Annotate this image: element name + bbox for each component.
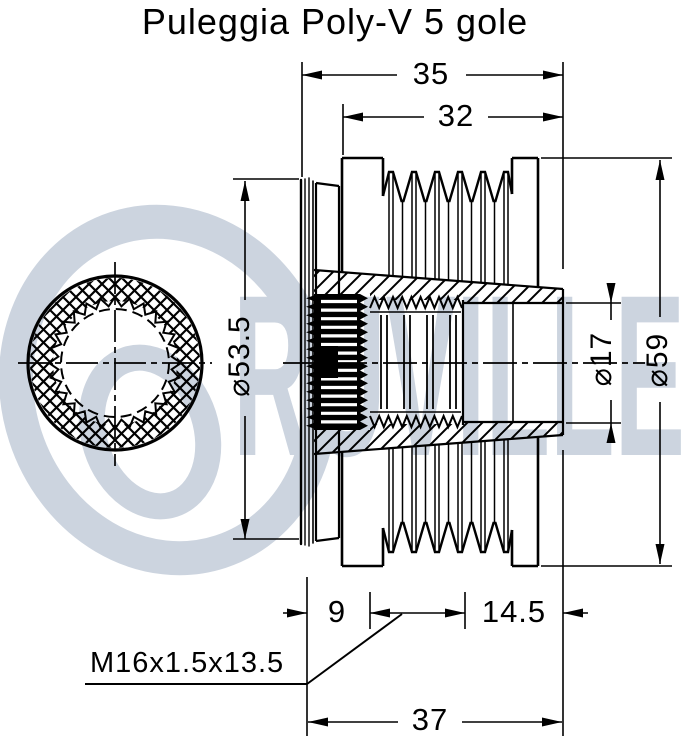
drawing-title: Puleggia Poly-V 5 gole (141, 1, 529, 42)
dim-right-offset: 14.5 (481, 594, 547, 629)
dim-left-offset: 9 (327, 594, 347, 629)
rim (340, 156, 540, 568)
dimension-lines (85, 62, 672, 736)
flange-strip (299, 177, 314, 547)
front-centerlines (18, 262, 212, 466)
dim-bore-diameter: ⌀17 (585, 331, 618, 387)
dim-groove-band-width: 32 (437, 98, 475, 133)
watermark-logo-ellipse (0, 204, 338, 576)
dimension-arrows (240, 70, 665, 727)
threaded-bore (369, 294, 463, 430)
dim-thread-spec: M16x1.5x13.5 (90, 647, 285, 679)
dim-total-length: 37 (411, 702, 449, 737)
dim-outer-diameter: ⌀59 (641, 332, 674, 388)
dim-flange-diameter: ⌀53.5 (223, 315, 256, 397)
v-grooves-top (381, 170, 514, 203)
pulley-drawing (18, 62, 672, 736)
v-grooves-bottom (381, 521, 514, 554)
groove-wall-lines (388, 174, 509, 550)
spline-knurl-block (306, 294, 368, 430)
dim-overall-width: 35 (412, 56, 450, 91)
